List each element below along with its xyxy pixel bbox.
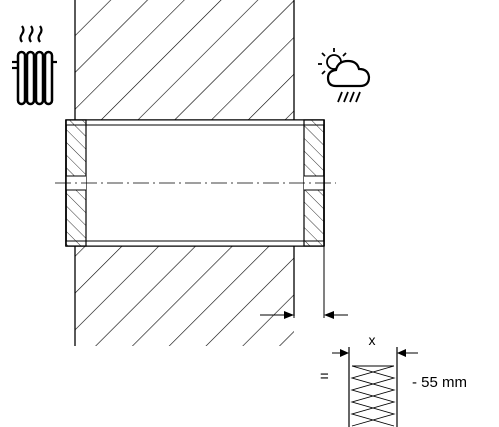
thickness-label: - 55 mm — [412, 374, 467, 391]
insulation-detail — [332, 347, 418, 427]
wall-lower-section — [75, 246, 294, 346]
equals-label: = — [320, 368, 329, 385]
dimension-x-label: x — [369, 332, 376, 348]
sun-cloud-rain-icon — [318, 48, 371, 103]
gap-dimension — [260, 246, 348, 319]
radiator-heating-icon — [12, 25, 57, 106]
wall-upper-section — [75, 0, 294, 120]
